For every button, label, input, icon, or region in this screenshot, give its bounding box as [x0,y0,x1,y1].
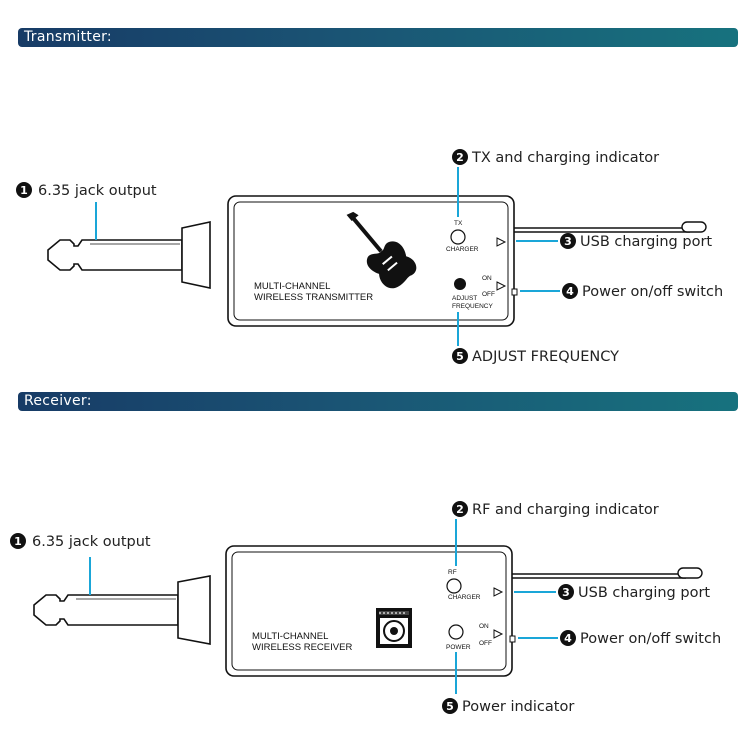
tx-off-label: OFF [482,291,495,298]
tx-callout-usb: USB charging port [580,234,712,250]
rf-charger-indicator-led [446,578,462,594]
receiver-section-header: Receiver: [18,392,738,411]
callout-number-1 [10,533,26,549]
rx-callout-number-1-text: 1 [14,535,22,548]
power-switch-tab [511,288,518,296]
rx-callout-power-switch: Power on/off switch [580,631,721,647]
callout-number-4-text: 4 [566,285,574,298]
callout-number-1-text: 1 [20,184,28,197]
jack-plug-icon [47,221,211,289]
receiver-callouts: 1 6.35 jack output 2 RF and charging ind… [10,501,721,715]
receiver-section-title: Receiver: [24,393,92,409]
transmitter-callouts: 1 6.35 jack output 2 TX and charging ind… [16,149,723,365]
antenna-icon [514,221,707,233]
usb-port-marker [496,237,507,247]
callout-number-4 [560,630,576,646]
usb-port-marker [493,587,504,597]
rx-charger-label: CHARGER [448,594,481,601]
transmitter-label-line2: WIRELESS TRANSMITTER [254,292,373,303]
receiver-body-inner [231,551,507,671]
callout-number-2-text: 2 [456,151,464,164]
power-label: POWER [446,644,471,651]
rx-callout-jack-output: 6.35 jack output [32,534,151,550]
rx-callout-number-4-text: 4 [564,632,572,645]
tx-charger-label: CHARGER [446,246,479,253]
receiver-label-line2: WIRELESS RECEIVER [252,642,352,653]
receiver-body [225,545,513,677]
adjust-frequency-button [454,278,466,290]
receiver-device: MULTI-CHANNEL WIRELESS RECEIVER RF CHARG… [33,545,703,677]
rx-off-label: OFF [479,640,492,647]
transmitter-label-line1: MULTI-CHANNEL [254,281,330,292]
power-switch-marker [493,629,504,639]
tx-callout-adjust-frequency: ADJUST FREQUENCY [472,349,619,365]
antenna-icon [512,567,703,579]
tx-charger-indicator-led [450,229,466,245]
callout-number-4 [562,283,578,299]
transmitter-body-inner [233,201,509,321]
tx-indicator-label: TX [454,220,463,227]
rx-callout-power-indicator: Power indicator [462,699,574,715]
transmitter-device: MULTI-CHANNEL WIRELESS TRANSMITTER TX CH… [47,195,707,327]
amplifier-icon [376,608,412,648]
adjust-label-line1: ADJUST [452,295,477,302]
callout-number-1 [16,182,32,198]
callout-number-3 [558,584,574,600]
tx-on-label: ON [482,275,492,282]
tx-callout-jack-output: 6.35 jack output [38,183,157,199]
power-switch-marker [496,281,507,291]
callout-number-5 [452,348,468,364]
rx-callout-usb: USB charging port [578,585,710,601]
rx-callout-number-5-text: 5 [446,700,454,713]
tx-callout-power-switch: Power on/off switch [582,284,723,300]
tx-callout-indicator: TX and charging indicator [471,150,659,166]
rf-indicator-label: RF [448,569,457,576]
rx-callout-indicator: RF and charging indicator [472,502,659,518]
callout-number-3 [560,233,576,249]
rx-callout-number-2-text: 2 [456,503,464,516]
transmitter-section-title: Transmitter: [24,29,112,45]
callout-number-5-text: 5 [456,350,464,363]
rx-on-label: ON [479,623,489,630]
rx-callout-number-3-text: 3 [562,586,570,599]
jack-plug-icon [33,575,211,645]
receiver-label-line1: MULTI-CHANNEL [252,631,328,642]
power-indicator-led [448,624,464,640]
power-switch-tab [509,635,516,643]
transmitter-section-header: Transmitter: [18,28,738,47]
callout-number-2 [452,501,468,517]
callout-number-5 [442,698,458,714]
callout-number-2 [452,149,468,165]
callout-number-3-text: 3 [564,235,572,248]
adjust-label-line2: FREQUENCY [452,303,493,310]
guitar-icon [346,211,417,289]
